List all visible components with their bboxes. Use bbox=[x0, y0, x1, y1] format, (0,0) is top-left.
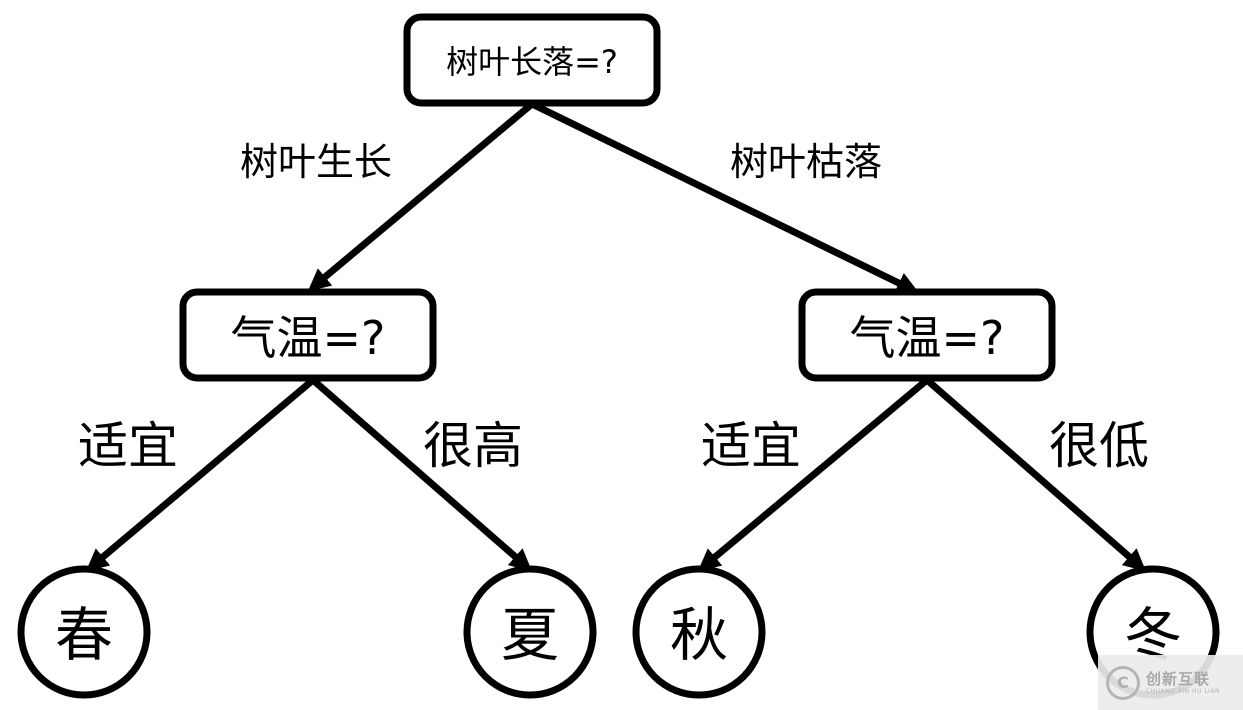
left-node-box bbox=[179, 288, 437, 382]
edge-left-spring bbox=[85, 377, 316, 572]
edge-label-hot: 很高 bbox=[423, 417, 523, 475]
edge-label-leaves-falling: 树叶枯落 bbox=[730, 140, 882, 184]
edge-right-autumn bbox=[697, 377, 930, 572]
watermark-pinyin: CHUANG XIN HU LIAN bbox=[1146, 687, 1221, 695]
watermark: C 创新互联 CHUANG XIN HU LIAN bbox=[1098, 655, 1243, 710]
edge-label-mild-left: 适宜 bbox=[78, 417, 178, 475]
leaf-autumn-circle bbox=[632, 565, 766, 699]
edge-root-left bbox=[307, 101, 535, 292]
right-node-label: 气温=? bbox=[850, 311, 1005, 365]
watermark-text: 创新互联 CHUANG XIN HU LIAN bbox=[1146, 670, 1220, 696]
edge-label-leaves-growing: 树叶生长 bbox=[240, 140, 392, 184]
watermark-name: 创新互联 bbox=[1146, 669, 1211, 688]
leaf-summer-label: 夏 bbox=[501, 601, 559, 669]
left-node-label: 气温=? bbox=[231, 311, 386, 365]
edge-label-mild-right: 适宜 bbox=[701, 417, 801, 475]
root-node-box bbox=[403, 13, 661, 107]
right-node-box bbox=[798, 288, 1056, 382]
edge-right-winter bbox=[924, 377, 1147, 572]
leaf-spring-label: 春 bbox=[55, 601, 113, 669]
leaf-summer-circle bbox=[463, 565, 597, 699]
leaf-spring-circle bbox=[17, 565, 151, 699]
root-node-label: 树叶长落=? bbox=[446, 43, 618, 81]
edge-left-summer bbox=[310, 377, 533, 572]
edge-root-right bbox=[530, 100, 920, 294]
watermark-logo-icon: C bbox=[1106, 665, 1140, 700]
leaf-autumn-label: 秋 bbox=[670, 601, 728, 669]
edge-label-cold: 很低 bbox=[1049, 417, 1149, 475]
